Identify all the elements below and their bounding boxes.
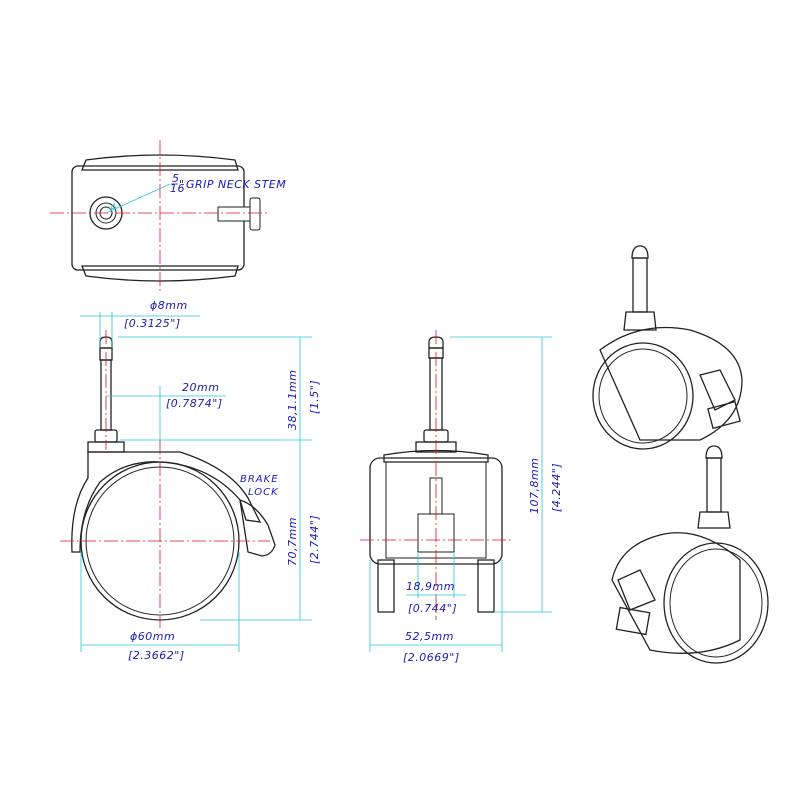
iso1-stem-shaft [632,257,648,313]
iso1-brake-pad [707,400,741,430]
dim-stem-dia-mm: ϕ8mm [150,299,188,312]
grip-frac-den: 16 [170,182,185,195]
dim-total-h-in: [4.244"] [550,463,563,512]
front-wheel-left [377,559,395,613]
iso2-brake-pad [615,606,651,636]
top-view-lower-lip [81,265,239,282]
dim-stem-dia-in: [0.3125"] [124,317,181,330]
iso1-stem-collar [623,311,657,331]
front-wheel-right [477,559,495,613]
grip-inch-mark: " [179,178,185,191]
iso2-stem-collar [697,511,731,529]
iso1-wheel-inner [598,348,688,444]
iso2-hood [611,532,741,654]
dim-stem-w-mm: 18,9mm [406,580,455,593]
iso1-brake [699,369,736,411]
top-view-brake-head [249,197,261,231]
dim-wheel-dia-mm: ϕ60mm [130,630,175,643]
grip-stem-label: GRIP NECK STEM [186,178,286,191]
dim-width-in: [2.0669"] [403,651,460,664]
grip-frac-num: 5 [172,172,180,185]
brake-label: BRAKE [240,474,279,485]
top-view-brake-tab [217,206,253,222]
grip-leader-arrow [109,203,117,210]
front-hood-top [383,449,489,463]
iso2-brake [617,569,656,611]
iso2-wheel-inner [669,548,763,658]
dim-width-mm: 52,5mm [405,630,454,643]
dim-stem-w-in: [0.744"] [408,602,457,615]
lock-label: LOCK [248,487,279,498]
dim-wheel-h-mm: 70,7mm [286,517,299,566]
iso1-wheel-outer [592,342,694,450]
dim-offset-in: [0.7874"] [166,397,223,410]
side-brake-lever [239,499,276,557]
iso-view-bottom [611,445,769,664]
iso2-stem-tip [705,445,723,459]
iso2-wheel-outer [663,542,769,664]
dim-wheel-dia-in: [2.3662"] [128,649,185,662]
top-view: 5 16 " GRIP NECK STEM [50,140,286,292]
side-wheel-hood [71,451,262,553]
side-view: ϕ8mm [0.3125"] 20mm [0.7874"] 38,1.1mm [… [60,299,321,662]
dim-stem-len-mm: 38,1.1mm [286,370,299,430]
top-view-upper-lip [81,154,239,171]
front-view: 107,8mm [4.244"] 18,9mm [0.744"] 52,5mm … [360,330,563,664]
grip-leader-line [105,183,171,214]
iso1-hood [599,326,743,441]
iso1-stem-tip [631,245,649,259]
dim-total-h-mm: 107,8mm [528,458,541,514]
dim-stem-len-in: [1.5"] [308,380,321,414]
dim-offset-mm: 20mm [182,381,219,394]
iso-view-top [592,245,743,450]
dim-wheel-h-in: [2.744"] [308,515,321,564]
iso2-stem-shaft [706,457,722,513]
